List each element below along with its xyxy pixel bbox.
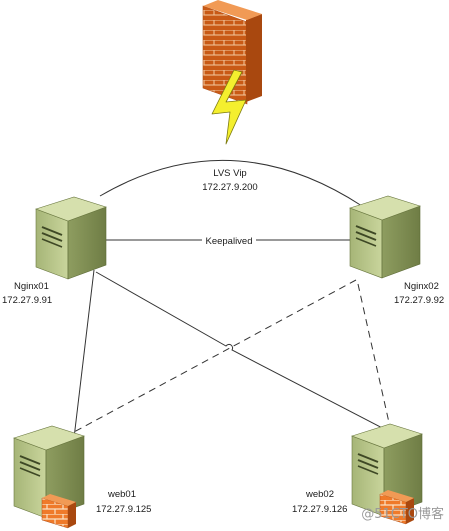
vip-name: LVS Vip — [213, 168, 246, 179]
web01-ip: 172.27.9.125 — [96, 504, 151, 515]
keepalived-label: Keepalived — [205, 236, 252, 247]
web01-name: web01 — [107, 489, 136, 500]
vip-label: LVS Vip 172.27.9.200 — [202, 166, 258, 194]
nginx01-ip: 172.27.9.91 — [2, 295, 52, 306]
web02-ip: 172.27.9.126 — [292, 504, 347, 515]
link-nginx01-web01 — [73, 269, 95, 439]
watermark: @51CTO博客 — [361, 506, 444, 522]
vip-arc — [99, 159, 363, 207]
nginx02-server-icon — [349, 195, 421, 279]
web02-firewall-icon — [379, 490, 414, 525]
web02-name: web02 — [305, 489, 334, 500]
nginx02-name: Nginx02 — [404, 281, 439, 292]
nginx01-server-icon — [35, 196, 107, 280]
connections — [73, 159, 393, 439]
lightning-bolt-icon — [211, 69, 247, 145]
web01-firewall-icon — [41, 494, 76, 529]
vip-ip: 172.27.9.200 — [202, 182, 257, 193]
link-nginx02-web01 — [73, 279, 357, 433]
link-nginx02-web02 — [357, 283, 393, 437]
link-nginx01-web02 — [95, 271, 391, 433]
nginx02-ip: 172.27.9.92 — [394, 295, 444, 306]
nginx01-name: Nginx01 — [14, 281, 49, 292]
